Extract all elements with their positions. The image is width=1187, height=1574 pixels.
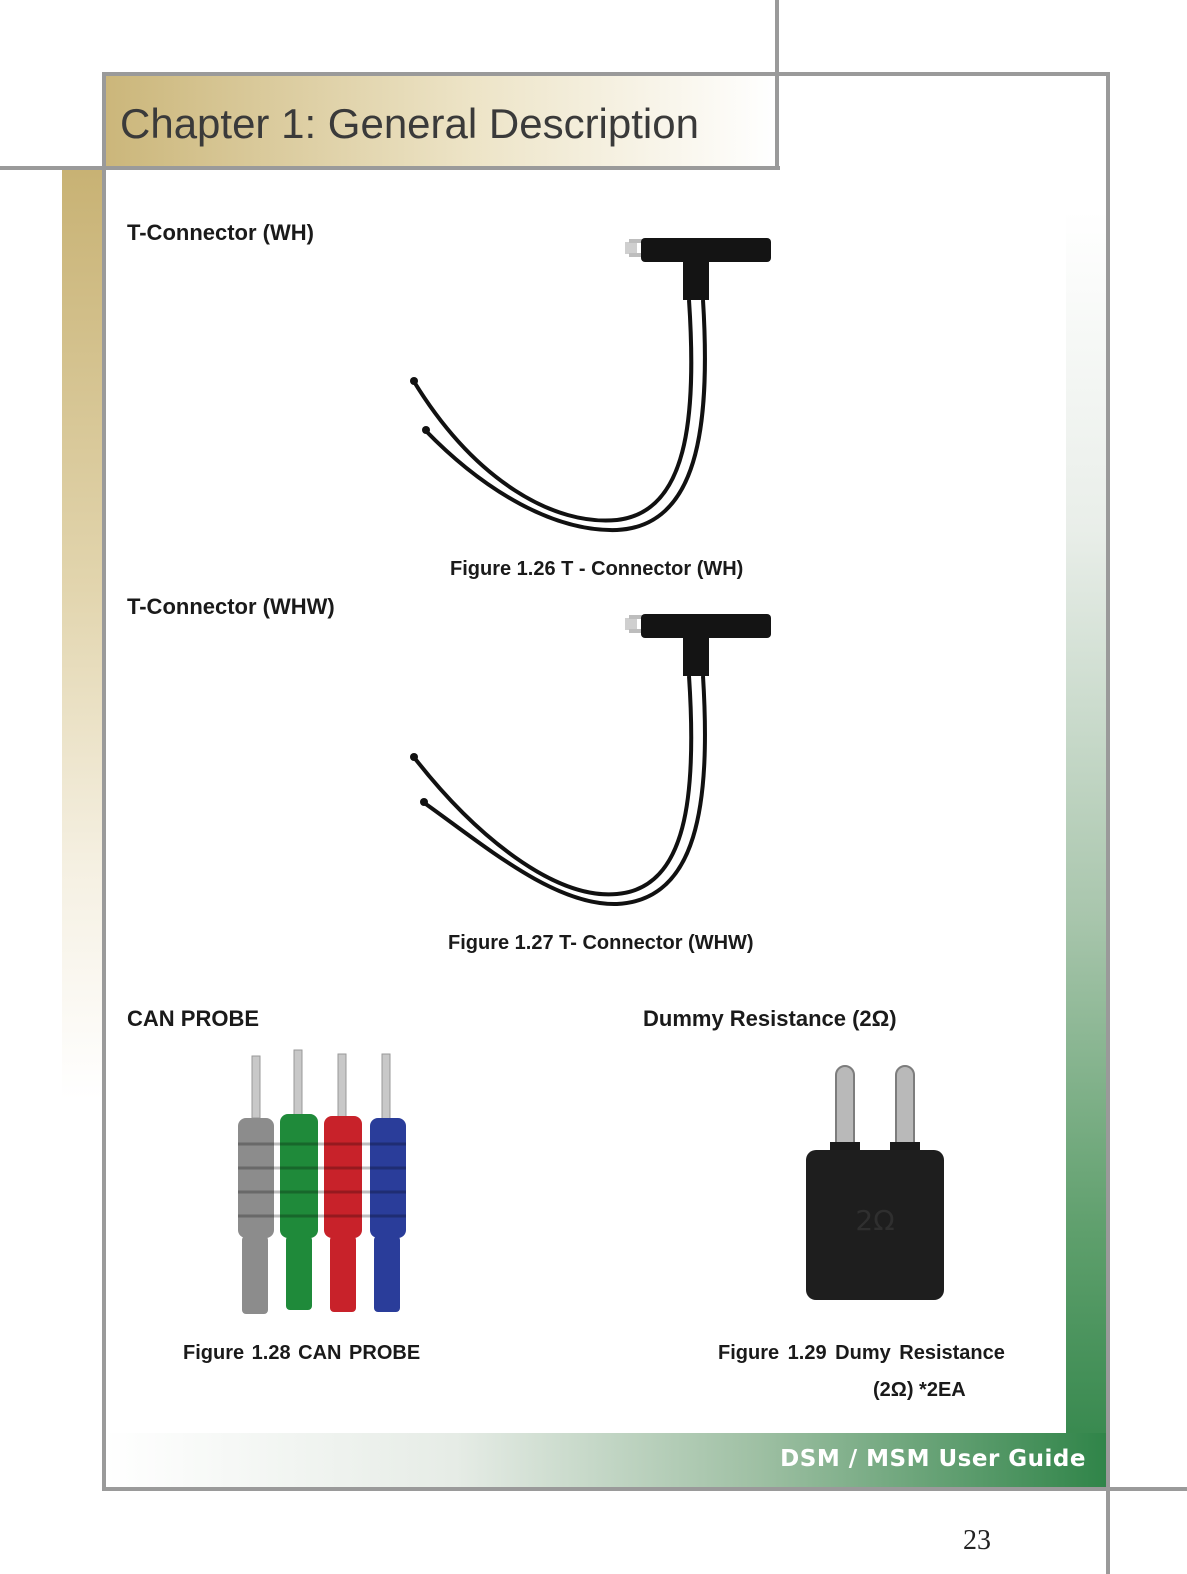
can-probe-image	[238, 1049, 406, 1314]
tconnector-wh-image	[410, 238, 771, 533]
figure-caption-1-29-line2: (2Ω) *2EA	[873, 1379, 966, 1401]
frame-line	[0, 166, 780, 170]
dummy-resistance-image: 2Ω	[806, 1065, 944, 1300]
left-decor-bar	[62, 170, 104, 1100]
title-band	[104, 76, 776, 168]
frame-line	[1106, 72, 1110, 1574]
figure-caption-1-26: Figure 1.26 T - Connector (WH)	[450, 558, 744, 580]
section-heading-tconnector-whw: T-Connector (WHW)	[127, 594, 335, 619]
frame-line	[102, 1487, 1187, 1491]
frame-line	[775, 0, 779, 170]
figure-caption-1-29-line1: Figure 1.29 Dumy Resistance	[718, 1342, 1005, 1364]
section-heading-dummy-resistance: Dummy Resistance (2Ω)	[643, 1006, 897, 1031]
frame-line	[102, 72, 106, 1491]
chapter-title: Chapter 1: General Description	[120, 100, 699, 147]
section-heading-tconnector-wh: T-Connector (WH)	[127, 220, 314, 245]
right-decor-bar	[1066, 210, 1108, 1490]
guide-title: DSM / MSM User Guide	[780, 1446, 1086, 1472]
page-number: 23	[963, 1525, 991, 1556]
section-heading-can-probe: CAN PROBE	[127, 1006, 260, 1031]
tconnector-whw-image	[410, 614, 771, 907]
footer-band	[104, 1433, 1108, 1487]
figure-caption-1-27: Figure 1.27 T- Connector (WHW)	[448, 932, 754, 954]
svg-text:2Ω: 2Ω	[855, 1204, 894, 1237]
figure-caption-1-28: Figure 1.28 CAN PROBE	[183, 1342, 421, 1364]
frame-line	[102, 72, 1110, 76]
